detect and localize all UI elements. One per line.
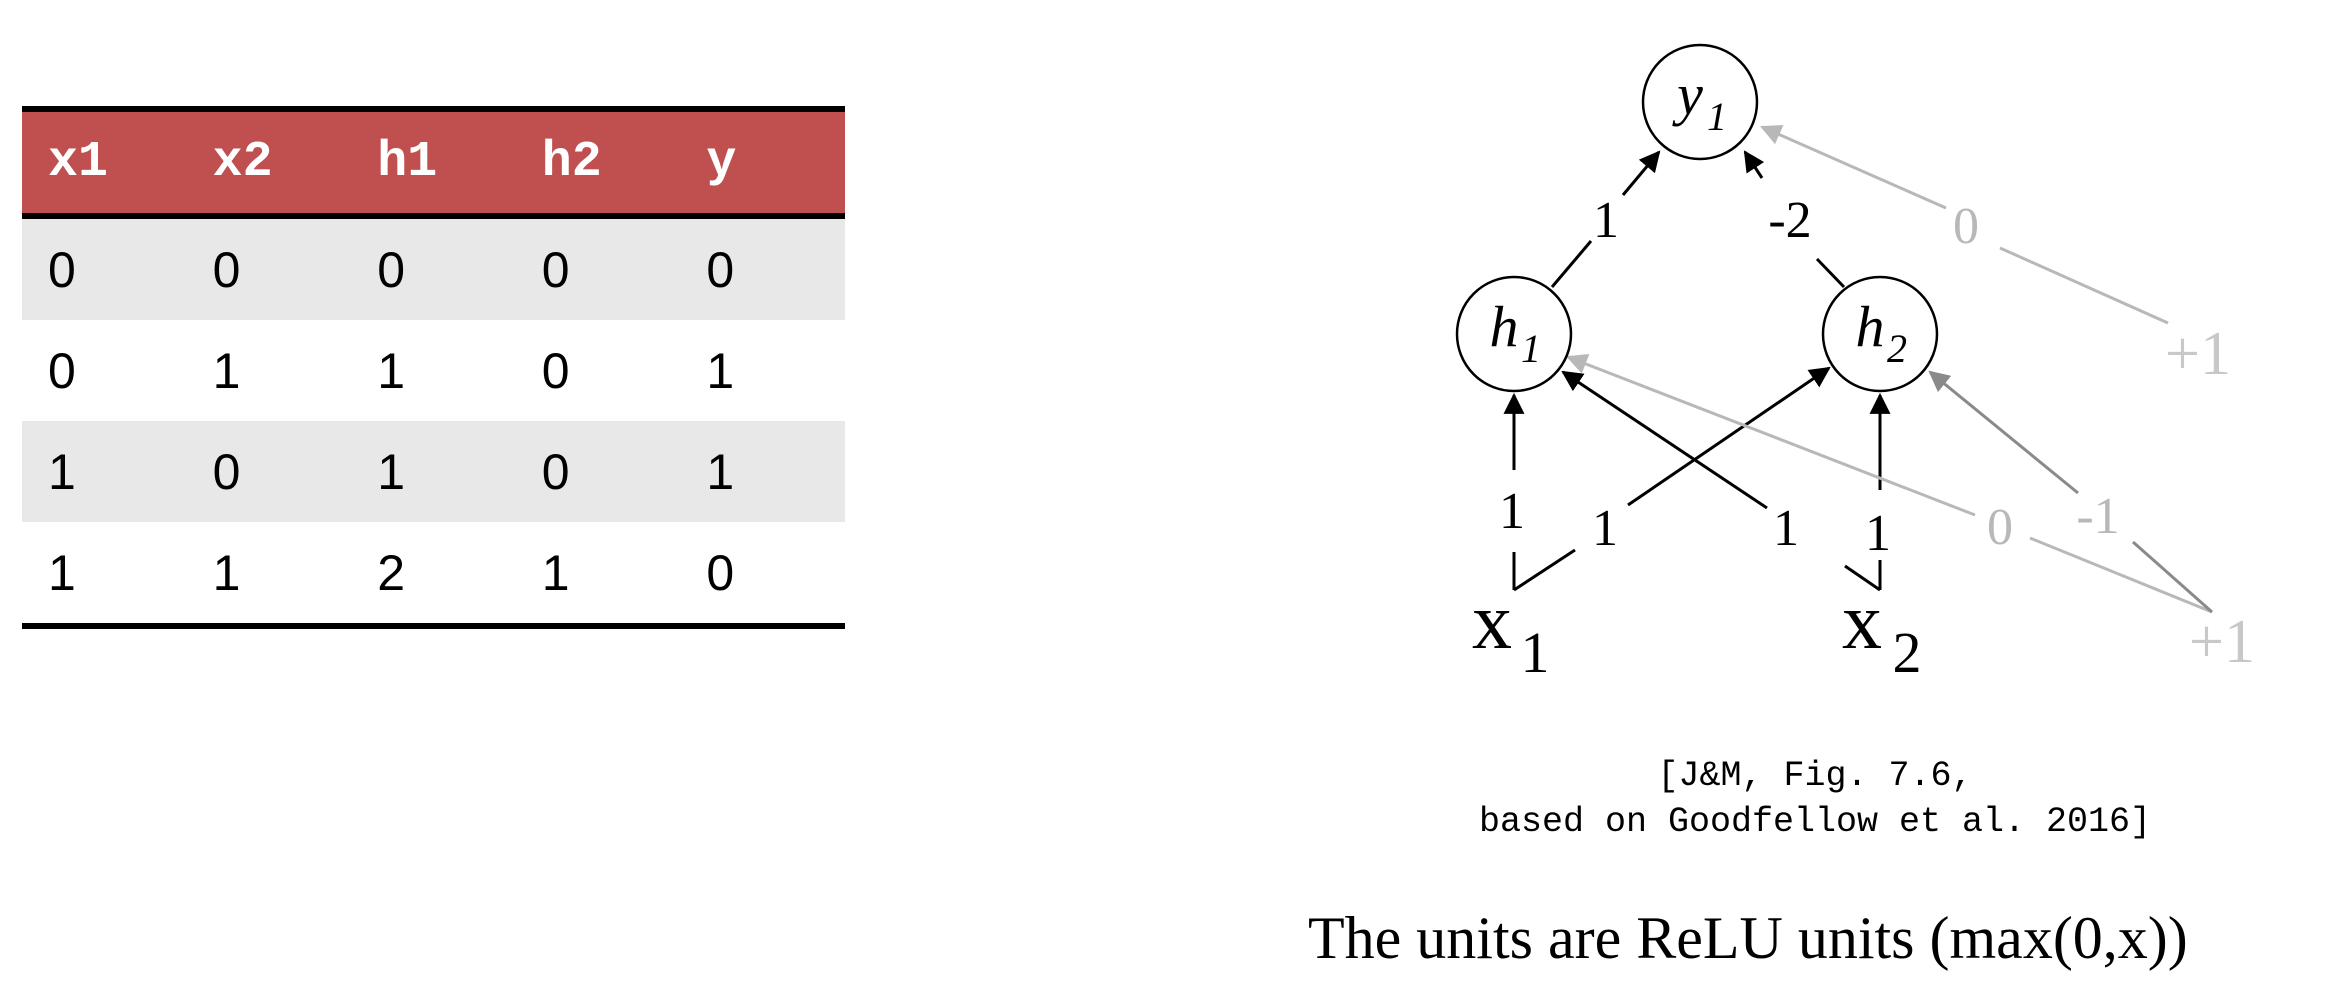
table-row: 1 1 2 1 0	[22, 522, 845, 629]
input-x1-label: x	[1472, 578, 1512, 666]
edge-bias-h2: -1	[1928, 370, 2213, 614]
edge-h2-y1: -2	[1743, 150, 1846, 289]
node-y1-label: y	[1672, 62, 1703, 127]
node-h1-sub: 1	[1521, 326, 1541, 371]
cell: 1	[377, 443, 405, 500]
weight-bias-y1: 0	[1953, 198, 1979, 255]
cell: 1	[377, 342, 405, 399]
weight-bias-h2: -1	[2076, 488, 2119, 545]
edge-x1-h1: 1	[1499, 392, 1525, 590]
cell: 0	[48, 342, 76, 399]
citation-line-2: based on Goodfellow et al. 2016]	[1478, 802, 2152, 842]
cell: 1	[706, 443, 735, 500]
cell: 0	[212, 443, 241, 500]
node-h1-label: h	[1490, 294, 1519, 359]
header-h2: h2	[515, 106, 681, 219]
edge-x1-h2: 1	[1513, 366, 1831, 592]
node-h2-sub: 2	[1887, 326, 1907, 371]
cell: 0	[48, 241, 76, 298]
input-x1: x 1	[1472, 578, 1550, 685]
relu-note: The units are ReLU units (max(0,x))	[1308, 905, 2188, 971]
cell: 0	[541, 241, 570, 298]
table-header-row: x1 x2 h1 h2 y	[22, 106, 845, 219]
weight-x2-h2: 1	[1865, 505, 1891, 562]
input-x2-sub: 2	[1893, 620, 1922, 685]
cell: 0	[680, 522, 845, 629]
cell: 0	[541, 443, 570, 500]
table-row: 1 0 1 0 1	[22, 421, 845, 522]
node-h2: h 2	[1821, 275, 1939, 393]
input-x2: x 2	[1842, 578, 1922, 685]
edge-bias-h1: 0	[1566, 354, 2213, 614]
node-h2-label: h	[1856, 294, 1885, 359]
header-y: y	[680, 106, 845, 219]
cell: 1	[48, 443, 76, 500]
weight-x1-h1: 1	[1499, 483, 1525, 540]
input-x2-label: x	[1842, 578, 1882, 666]
cell: 1	[515, 522, 681, 629]
node-y1-sub: 1	[1707, 94, 1727, 139]
truth-table: x1 x2 h1 h2 y 0 0 0 0 0 0 1 1 0 1 1 0 1 …	[22, 106, 845, 629]
cell: 1	[706, 342, 735, 399]
cell: 1	[22, 522, 187, 629]
table-row: 0 0 0 0 0	[22, 216, 845, 320]
edge-bias-y1: 0	[1760, 125, 2169, 325]
edge-x2-h2: 1	[1865, 392, 1891, 590]
edge-h1-y1: 1	[1550, 150, 1661, 288]
cell: 0	[212, 241, 241, 298]
cell: 1	[186, 522, 352, 629]
weight-h2-y1: -2	[1768, 192, 1811, 249]
bias-bottom: +1	[2189, 608, 2255, 676]
header-x2: x2	[186, 106, 352, 219]
table-row: 0 1 1 0 1	[22, 320, 845, 421]
cell: 0	[541, 342, 570, 399]
edge-x2-h1: 1	[1561, 370, 1881, 592]
input-x1-sub: 1	[1521, 620, 1550, 685]
cell: 0	[706, 241, 735, 298]
cell: 0	[377, 241, 405, 298]
citation-line-1: [J&M, Fig. 7.6,	[1657, 756, 1973, 796]
node-y1: y 1	[1641, 43, 1759, 161]
header-x1: x1	[22, 106, 187, 219]
bias-top: +1	[2165, 320, 2231, 388]
node-h1: h 1	[1455, 275, 1573, 393]
weight-h1-y1: 1	[1593, 192, 1619, 249]
cell: 2	[351, 522, 516, 629]
weight-x2-h1: 1	[1773, 500, 1799, 557]
weight-bias-h1: 0	[1987, 499, 2013, 556]
header-h1: h1	[351, 106, 516, 219]
weight-x1-h2: 1	[1592, 500, 1618, 557]
cell: 1	[212, 342, 241, 399]
